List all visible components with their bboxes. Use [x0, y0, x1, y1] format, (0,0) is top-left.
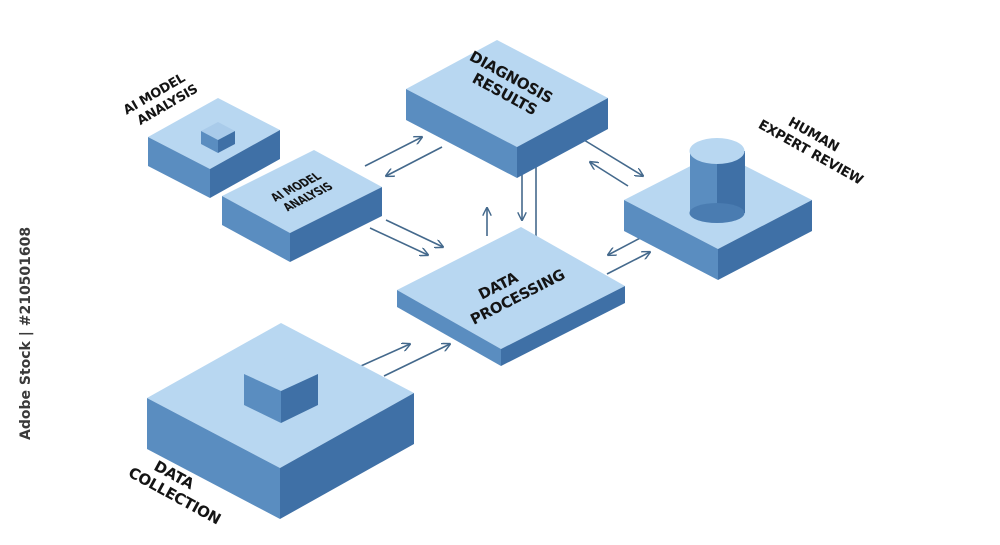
block-left [222, 196, 290, 262]
arrow-diagnosis-to-expert [583, 139, 643, 176]
cylinder-top [689, 138, 745, 164]
arrow-expert-to-processing [608, 235, 645, 255]
arrow-collection-to-processing-2 [383, 344, 450, 377]
ai-model-analysis-back-block [148, 98, 280, 198]
ai-model-analysis-block: AI MODEL ANALYSIS [222, 150, 382, 262]
block-right [718, 200, 812, 280]
arrow-ai-to-processing-2 [385, 219, 443, 247]
human-expert-review-block [624, 138, 812, 280]
block-left [147, 398, 280, 519]
block-right [210, 130, 280, 198]
cube-right [218, 131, 235, 153]
block-right [517, 98, 608, 178]
block-right [280, 393, 414, 519]
block-right [290, 187, 382, 262]
cube-right [281, 374, 318, 423]
block-top [397, 227, 625, 349]
expert-review-label: HUMAN EXPERT REVIEW [755, 102, 874, 189]
arrow-diagnosis-to-ai [386, 146, 443, 176]
diagnosis-results-block: DIAGNOSIS RESULTS [406, 40, 608, 178]
block-left [406, 89, 517, 178]
block-right [501, 286, 625, 366]
cylinder-bottom [689, 203, 745, 223]
block-top [406, 40, 608, 147]
block-left [148, 137, 210, 198]
data-processing-block: DATA PROCESSING [397, 227, 625, 366]
data-collection-block [147, 323, 414, 519]
arrow-ai-to-diagnosis [364, 137, 422, 167]
stock-id-watermark: Adobe Stock | #210501608 [18, 227, 34, 440]
block-top [222, 150, 382, 233]
block-left [397, 290, 501, 366]
arrow-ai-to-processing-1 [369, 227, 428, 255]
arrow-processing-to-expert [606, 252, 650, 275]
cube-left [244, 374, 281, 423]
cube-left [201, 131, 218, 153]
arrow-expert-to-diagnosis [590, 162, 629, 187]
block-left [624, 200, 718, 280]
